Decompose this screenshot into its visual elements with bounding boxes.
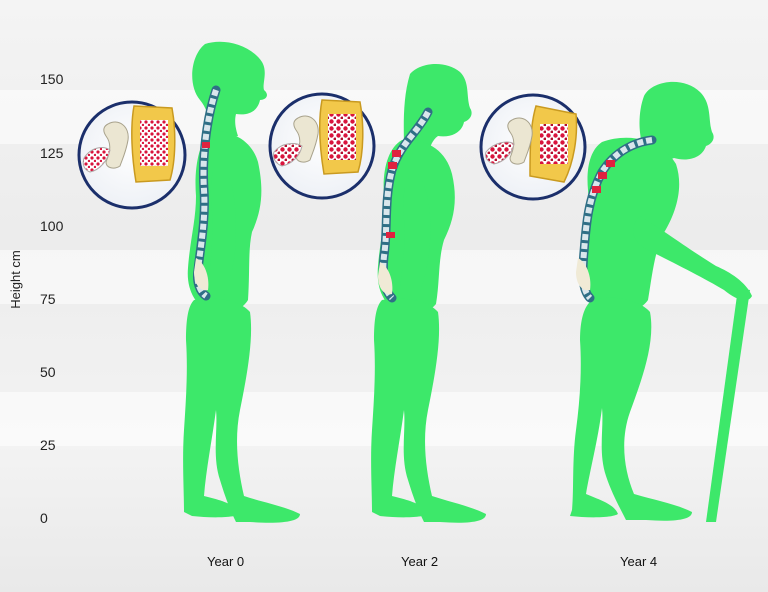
torso xyxy=(583,137,680,313)
cane xyxy=(706,288,750,522)
y-tick-label: 50 xyxy=(40,364,56,380)
figure-year-2 xyxy=(371,63,486,523)
legs xyxy=(371,298,486,523)
arm xyxy=(398,170,431,304)
stage-label-year-0: Year 0 xyxy=(207,554,245,569)
figure-year-4 xyxy=(570,81,752,522)
stage-label-year-4: Year 4 xyxy=(620,554,658,569)
y-tick-label: 125 xyxy=(40,145,64,161)
spine-year-4 xyxy=(576,135,657,303)
y-tick-label: 25 xyxy=(40,437,56,453)
y-tick-label: 0 xyxy=(40,510,48,526)
spine-year-0 xyxy=(193,85,221,301)
legs xyxy=(183,298,300,523)
y-tick-label: 100 xyxy=(40,218,64,234)
y-tick-label: 150 xyxy=(40,71,64,87)
arm xyxy=(633,216,752,301)
spine-year-2 xyxy=(378,107,433,303)
legs xyxy=(570,297,692,521)
bone-inset-year-2 xyxy=(268,92,376,200)
bone-inset-year-0 xyxy=(77,100,187,210)
bone-inset-year-4 xyxy=(479,93,587,201)
stage-label-year-2: Year 2 xyxy=(401,554,439,569)
arm xyxy=(206,160,236,300)
y-tick-label: 75 xyxy=(40,291,56,307)
head xyxy=(639,81,714,160)
